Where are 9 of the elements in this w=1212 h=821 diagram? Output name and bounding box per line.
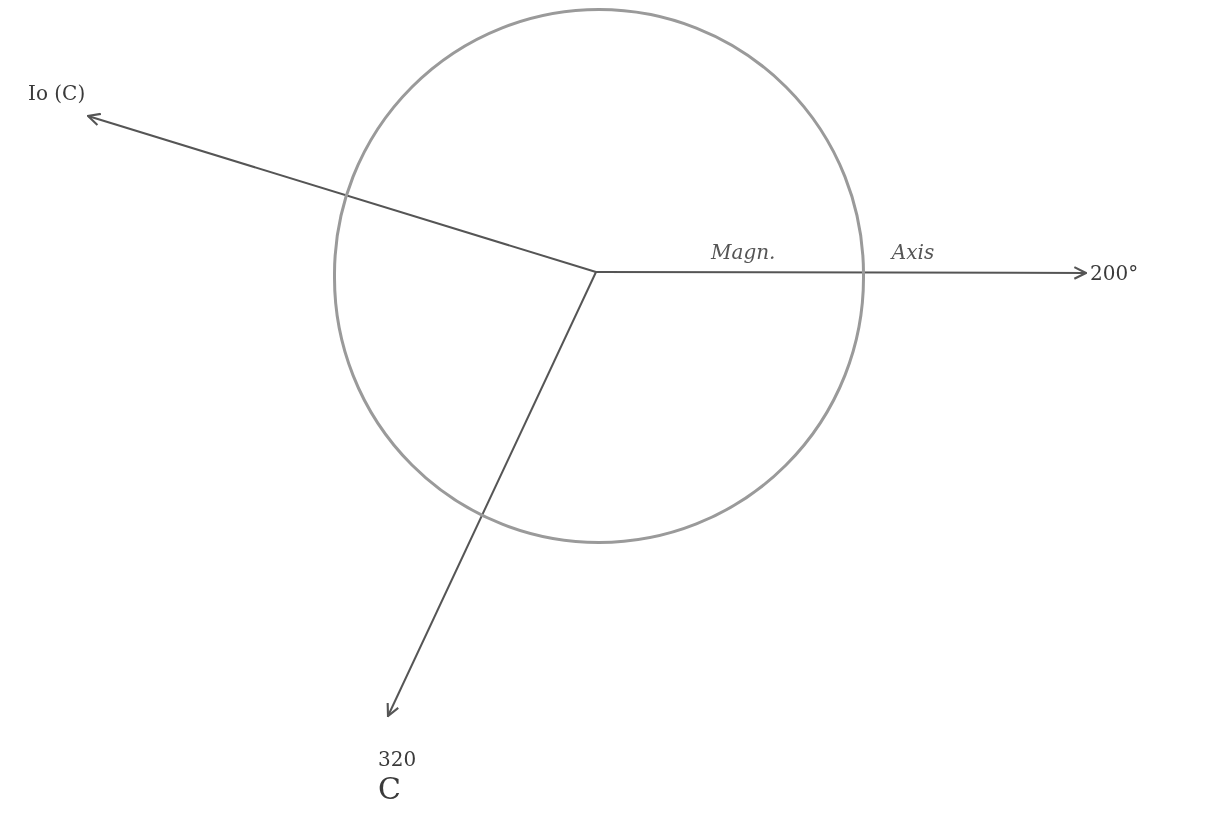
axis-label: Io (C) — [28, 80, 86, 107]
circle-outline — [333, 8, 865, 544]
arrow — [595, 266, 1088, 280]
axis-label: 320 — [378, 746, 417, 773]
edge-label: Magn. Axis — [711, 238, 935, 266]
axis-label: C — [378, 774, 401, 804]
arrow — [386, 271, 597, 718]
arrow — [86, 112, 597, 273]
axis-label: 200° — [1090, 260, 1139, 287]
